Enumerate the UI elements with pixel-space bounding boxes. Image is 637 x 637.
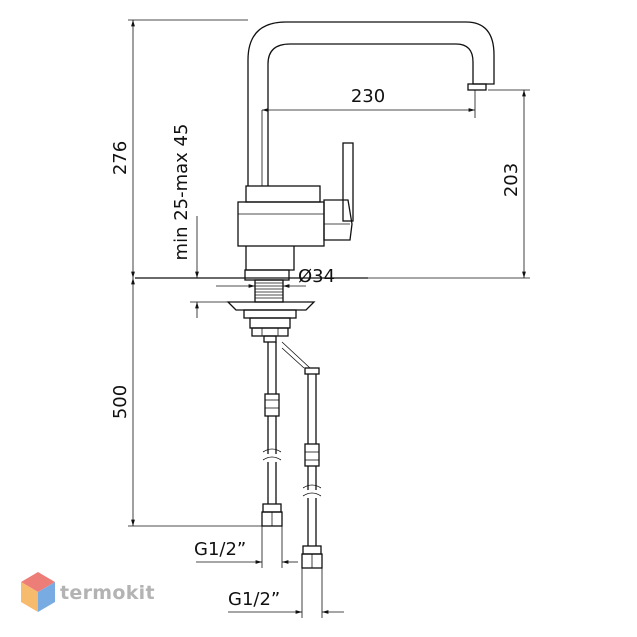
dimension-spout-reach: 230	[262, 86, 476, 118]
connection-left-label: G1/2”	[194, 539, 246, 560]
total-height-label: 276	[110, 141, 131, 175]
dimension-connection-left: G1/2”	[194, 526, 298, 568]
dimension-connection-right: G1/2”	[228, 568, 344, 618]
faucet-outline	[237, 21, 495, 271]
dimension-hole-diameter: Ø34	[216, 266, 335, 288]
hole-diameter-label: Ø34	[298, 266, 335, 287]
hose-length-label: 500	[110, 385, 131, 419]
spout-reach-label: 230	[351, 86, 385, 107]
termokit-logo-icon	[21, 572, 55, 612]
connection-right-label: G1/2”	[228, 589, 280, 610]
termokit-brand-text: termokit	[60, 582, 155, 604]
hose-right	[281, 341, 323, 569]
dimension-mounting-thickness: min 25-max 45	[171, 124, 228, 318]
spout-height-label: 203	[501, 163, 522, 197]
mounting-assembly	[226, 269, 316, 343]
dimension-hose-length: 500	[110, 278, 262, 527]
mounting-thickness-label: min 25-max 45	[171, 124, 192, 261]
termokit-watermark: termokit	[21, 572, 155, 612]
dimension-spout-height: 203	[368, 89, 530, 279]
hose-left	[261, 342, 283, 527]
dimension-total-height: 276	[110, 19, 248, 278]
